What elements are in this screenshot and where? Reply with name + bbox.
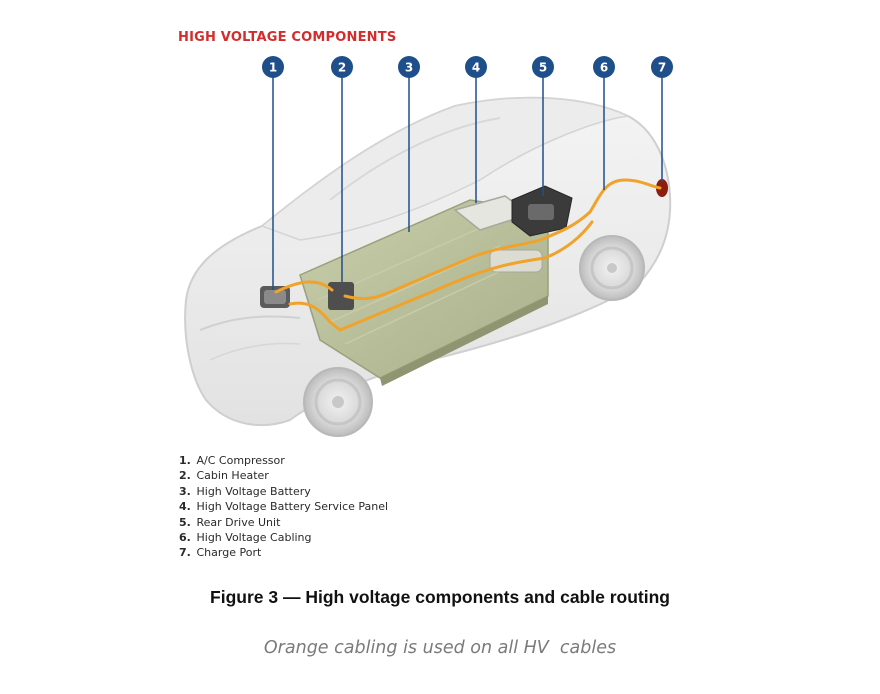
- battery-pack: [299, 199, 549, 386]
- callout-badge-3: 3: [398, 56, 420, 78]
- callout-number: 5: [539, 61, 547, 75]
- callout-badge-6: 6: [593, 56, 615, 78]
- cabling-note: Orange cabling is used on all HV cables: [263, 638, 617, 658]
- legend-number: 7.: [179, 546, 191, 560]
- legend-number: 1.: [179, 454, 191, 467]
- car-hv-diagram: 1 2 3 4 5 6 7: [184, 56, 673, 437]
- legend-number: 3.: [179, 484, 191, 498]
- legend-item: 4. High Voltage Battery Service Panel: [179, 499, 388, 514]
- rear-drive-unit: [511, 185, 573, 237]
- legend-item: 3. High Voltage Battery: [179, 484, 388, 499]
- component-legend: 1. A/C Compressor 2. Cabin Heater 3. Hig…: [179, 453, 388, 561]
- legend-number: 5.: [179, 515, 191, 529]
- hv-cabling: [274, 178, 662, 332]
- ac-compressor: [260, 286, 290, 308]
- legend-label: High Voltage Battery Service Panel: [196, 500, 389, 514]
- wheel-front: [303, 367, 373, 437]
- callout-number: 2: [338, 61, 346, 75]
- legend-number: 2.: [179, 469, 191, 483]
- legend-label: Rear Drive Unit: [196, 515, 281, 529]
- callout-badge-7: 7: [651, 56, 673, 78]
- callout-badge-2: 2: [331, 56, 353, 78]
- legend-label: Charge Port: [196, 546, 262, 560]
- legend-label: High Voltage Battery: [196, 484, 311, 498]
- callout-badge-5: 5: [532, 56, 554, 78]
- diagram-heading: HIGH VOLTAGE COMPONENTS: [178, 30, 397, 45]
- callout-number: 6: [600, 61, 608, 75]
- callout-number: 4: [472, 61, 480, 75]
- charge-port: [656, 179, 668, 197]
- callout-number: 1: [269, 61, 277, 75]
- cabin-heater: [328, 282, 354, 310]
- legend-item: 5. Rear Drive Unit: [179, 515, 388, 530]
- callout-number: 7: [658, 61, 666, 75]
- wheel-rear: [579, 235, 645, 301]
- legend-label: High Voltage Cabling: [196, 530, 312, 544]
- callout-badge-1: 1: [262, 56, 284, 78]
- legend-item: 7. Charge Port: [179, 545, 388, 560]
- figure-caption: Figure 3 — High voltage components and c…: [210, 587, 670, 607]
- callout-number: 3: [405, 61, 413, 75]
- legend-number: 4.: [179, 500, 191, 514]
- legend-item: 2. Cabin Heater: [179, 468, 388, 483]
- legend-label: A/C Compressor: [196, 454, 285, 467]
- legend-label: Cabin Heater: [196, 469, 269, 483]
- legend-item: 6. High Voltage Cabling: [179, 530, 388, 545]
- legend-item: 1. A/C Compressor: [179, 453, 388, 468]
- callout-leaders: [272, 77, 663, 290]
- legend-number: 6.: [179, 530, 191, 544]
- callout-badge-4: 4: [465, 56, 487, 78]
